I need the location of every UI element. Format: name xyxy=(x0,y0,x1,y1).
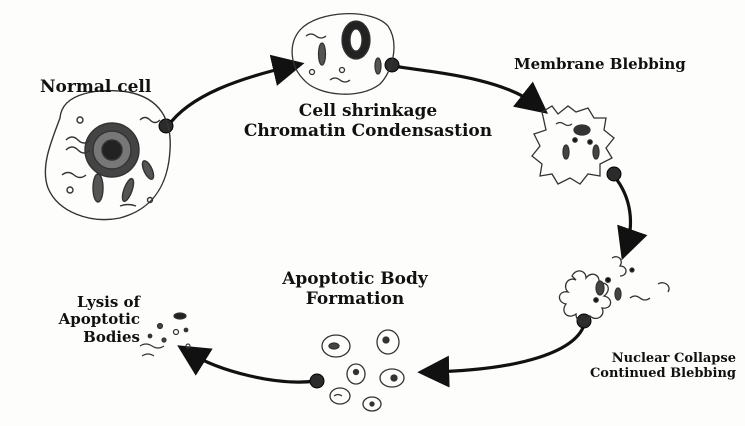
label-nuclear-collapse-line2: Continued Blebbing xyxy=(556,367,736,382)
apoptotic-bodies-sketch xyxy=(322,330,404,411)
node-blebbing xyxy=(607,167,621,181)
label-lysis-line1: Lysis of xyxy=(20,294,140,311)
label-apoptotic-body-line1: Apoptotic Body xyxy=(260,270,450,290)
arrow-bodies-to-lysis xyxy=(188,352,316,382)
label-lysis-line3: Bodies xyxy=(20,329,140,346)
shrinkage-cell-sketch xyxy=(292,14,394,95)
normal-cell-sketch xyxy=(45,91,170,220)
label-apoptotic-body-formation: Apoptotic Body Formation xyxy=(260,270,450,309)
label-normal-cell: Normal cell xyxy=(40,78,151,98)
label-lysis: Lysis of Apoptotic Bodies xyxy=(20,294,140,346)
arrow-blebbing-to-collapse xyxy=(614,176,630,248)
label-cell-shrinkage-line1: Cell shrinkage xyxy=(218,102,518,122)
label-membrane-blebbing: Membrane Blebbing xyxy=(514,56,686,73)
node-bodies xyxy=(310,374,324,388)
label-lysis-line2: Apoptotic xyxy=(20,311,140,328)
label-cell-shrinkage-line2: Chromatin Condensastion xyxy=(218,122,518,142)
label-nuclear-collapse: Nuclear Collapse Continued Blebbing xyxy=(556,352,736,382)
label-cell-shrinkage: Cell shrinkage Chromatin Condensastion xyxy=(218,102,518,141)
label-nuclear-collapse-line1: Nuclear Collapse xyxy=(556,352,736,367)
collapse-cell-sketch xyxy=(559,257,669,323)
label-apoptotic-body-line2: Formation xyxy=(260,290,450,310)
lysis-fragments-sketch xyxy=(140,313,190,356)
blebbing-cell-sketch xyxy=(532,106,614,184)
